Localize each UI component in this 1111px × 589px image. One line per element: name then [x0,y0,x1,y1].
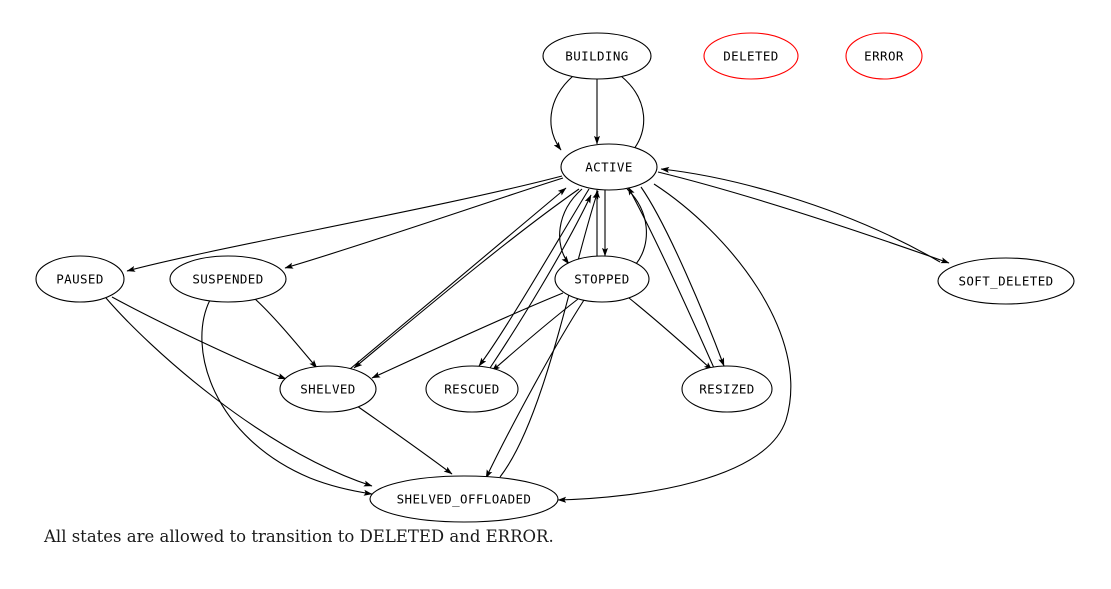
edge-stopped-to-active [626,188,647,265]
edge-paused-to-shelved [111,296,287,380]
node-ellipse-rescued [425,365,519,413]
node-label-rescued: RESCUED [444,382,499,397]
node-stopped[interactable]: STOPPED [554,255,650,303]
node-label-deleted: DELETED [723,49,778,64]
edge-layer [105,75,950,503]
edge-shelved-to-active [349,187,567,370]
node-label-shelved: SHELVED [300,382,355,397]
edge-paused-to-shelved_offloaded [105,297,373,487]
node-label-error: ERROR [864,49,904,64]
edge-active-to-suspended [284,177,564,269]
node-label-stopped: STOPPED [574,272,629,287]
node-rescued[interactable]: RESCUED [425,365,519,413]
node-label-building: BUILDING [565,49,628,64]
edge-active-to-rescued [478,188,590,367]
node-active[interactable]: ACTIVE [560,143,658,191]
node-ellipse-soft_deleted [937,257,1075,305]
edge-active-to-soft_deleted [657,171,950,264]
edge-building-to-active [620,75,645,151]
edge-active-to-paused [126,175,563,272]
node-ellipse-active [560,143,658,191]
node-ellipse-stopped [554,255,650,303]
node-shelved[interactable]: SHELVED [279,365,377,413]
edge-suspended-to-shelved [253,297,318,369]
node-ellipse-paused [35,255,125,303]
node-building[interactable]: BUILDING [542,32,652,80]
edge-stopped-to-resized [628,297,713,371]
node-label-soft_deleted: SOFT_DELETED [958,274,1053,289]
node-ellipse-resized [681,365,773,413]
node-deleted[interactable]: DELETED [703,32,799,80]
node-suspended[interactable]: SUSPENDED [169,255,287,303]
node-shelved_offloaded[interactable]: SHELVED_OFFLOADED [369,475,559,523]
diagram-caption: All states are allowed to transition to … [44,527,554,546]
node-paused[interactable]: PAUSED [35,255,125,303]
node-layer: BUILDING DELETED ERROR ACTIVE PAUSED SUSPENDE… [35,32,1075,523]
node-label-shelved_offloaded: SHELVED_OFFLOADED [397,492,532,507]
node-label-paused: PAUSED [56,272,104,287]
edge-rescued-to-active [489,194,592,369]
edge-shelved-to-shelved_offloaded [356,405,453,475]
node-ellipse-deleted [703,32,799,80]
node-ellipse-suspended [169,255,287,303]
edge-soft_deleted-to-active [660,166,941,263]
node-ellipse-building [542,32,652,80]
edge-resized-to-active [627,186,715,369]
edge-building-to-active [550,75,574,151]
edge-suspended-to-shelved_offloaded [201,299,373,496]
edge-active-to-resized [640,186,725,367]
node-ellipse-shelved [279,365,377,413]
edge-active-to-stopped [559,188,583,265]
edge-shelved_offloaded-to-active [499,190,599,478]
node-label-active: ACTIVE [585,160,633,175]
edge-active-to-shelved [353,188,580,369]
edge-active-to-shelved_offloaded [557,183,792,503]
node-resized[interactable]: RESIZED [681,365,773,413]
edge-stopped-to-rescued [491,298,579,372]
node-label-resized: RESIZED [699,382,754,397]
node-ellipse-error [845,32,923,80]
edge-stopped-to-shelved [371,292,564,379]
node-ellipse-shelved_offloaded [369,475,559,523]
node-label-suspended: SUSPENDED [192,272,263,287]
edge-stopped-to-shelved_offloaded [485,299,585,479]
node-soft_deleted[interactable]: SOFT_DELETED [937,257,1075,305]
node-error[interactable]: ERROR [845,32,923,80]
